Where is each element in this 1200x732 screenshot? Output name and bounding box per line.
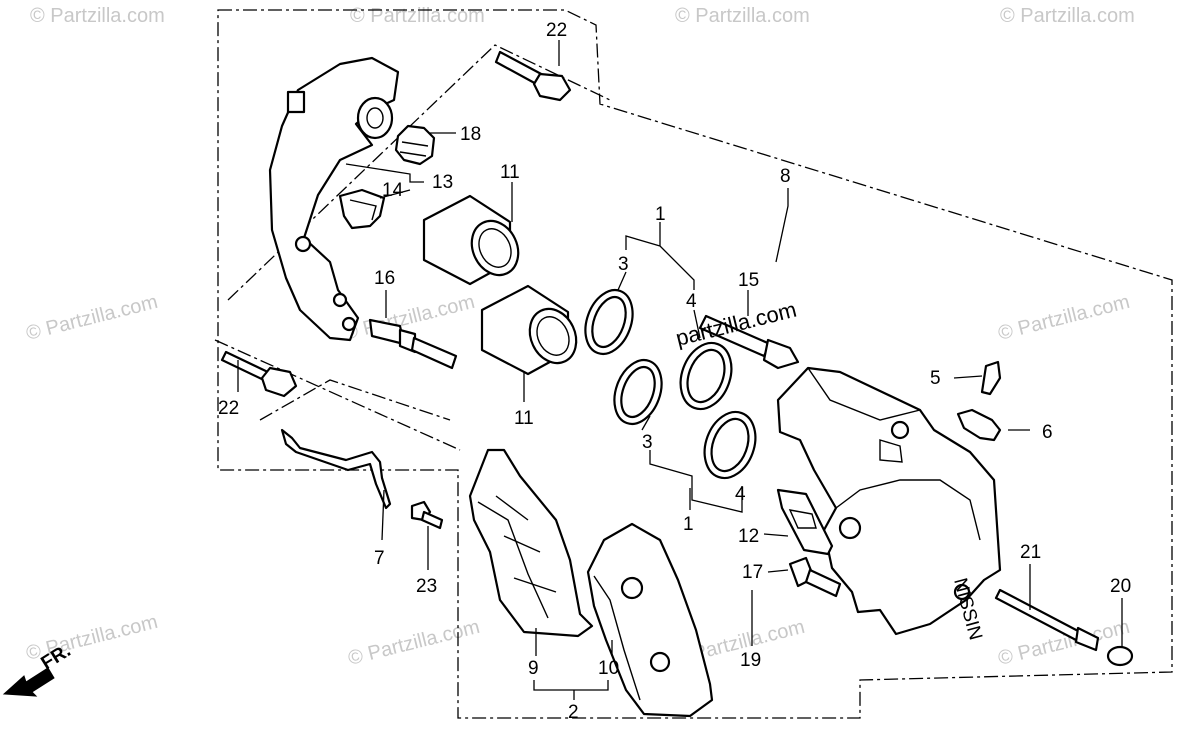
callout-1: 1 [655,204,666,225]
callout-1: 1 [683,514,694,535]
caliper-bolt [788,556,842,598]
callout-14: 14 [382,180,404,201]
dust-seal [679,341,733,411]
callout-4: 4 [686,291,697,312]
callout-15: 15 [738,270,759,291]
caliper-bracket [268,56,400,342]
callout-8: 8 [780,166,791,187]
hanger-pin [994,588,1100,652]
callout-11: 11 [500,162,520,183]
watermark: © Partzilla.com [996,291,1132,345]
piston-seal [584,288,634,356]
callout-3: 3 [642,432,653,453]
callout-18: 18 [460,124,481,145]
watermark: © Partzilla.com [350,5,485,27]
pin-plug [1106,645,1134,667]
callout-16: 16 [374,268,395,289]
slide-pin [368,318,458,370]
caliper-marking: NISSIN [949,576,986,643]
callout-3: 3 [618,254,629,275]
pad-pin [698,314,800,370]
watermark: © Partzilla.com [675,5,810,27]
callout-21: 21 [1020,542,1041,563]
callout-17: 17 [742,562,763,583]
callout-2: 2 [568,702,579,723]
callout-6: 6 [1042,422,1053,443]
piston [480,284,578,376]
bolt-22-lower [220,350,298,398]
callout-20: 20 [1110,576,1131,597]
callout-22: 22 [218,398,239,419]
callout-23: 23 [416,576,437,597]
pad-clip [338,188,386,230]
callout-19: 19 [740,650,761,671]
callout-22: 22 [546,20,567,41]
bleeder-cap [956,408,1002,442]
piston [422,194,520,286]
watermark: © Partzilla.com [30,5,165,27]
callout-9: 9 [528,658,539,679]
callout-13: 13 [432,172,453,193]
callout-10: 10 [598,658,619,679]
callout-labels: 22 18 13 14 11 11 8 1 3 4 15 3 4 1 12 17… [218,20,1131,723]
boot [394,124,436,166]
callout-4: 4 [735,484,746,505]
bolt-22-top [494,50,572,102]
bleeder-valve [980,360,1002,396]
caliper-body: NISSIN [776,366,1002,643]
brake-pad [468,448,594,638]
callout-7: 7 [374,548,385,569]
callout-12: 12 [738,526,759,547]
leader-lines [237,40,1123,700]
pad-shim [776,488,834,556]
callout-5: 5 [930,368,941,389]
watermark: © Partzilla.com [346,616,482,670]
assembly-outline [214,9,1173,719]
watermark: © Partzilla.com [1000,5,1135,27]
callout-11: 11 [514,408,534,429]
brake-pad [586,522,714,718]
dust-seal [703,410,757,480]
bolt-23 [410,500,444,530]
piston-seal [613,358,663,426]
pad-spring [280,428,392,510]
watermark: © Partzilla.com [24,291,160,345]
